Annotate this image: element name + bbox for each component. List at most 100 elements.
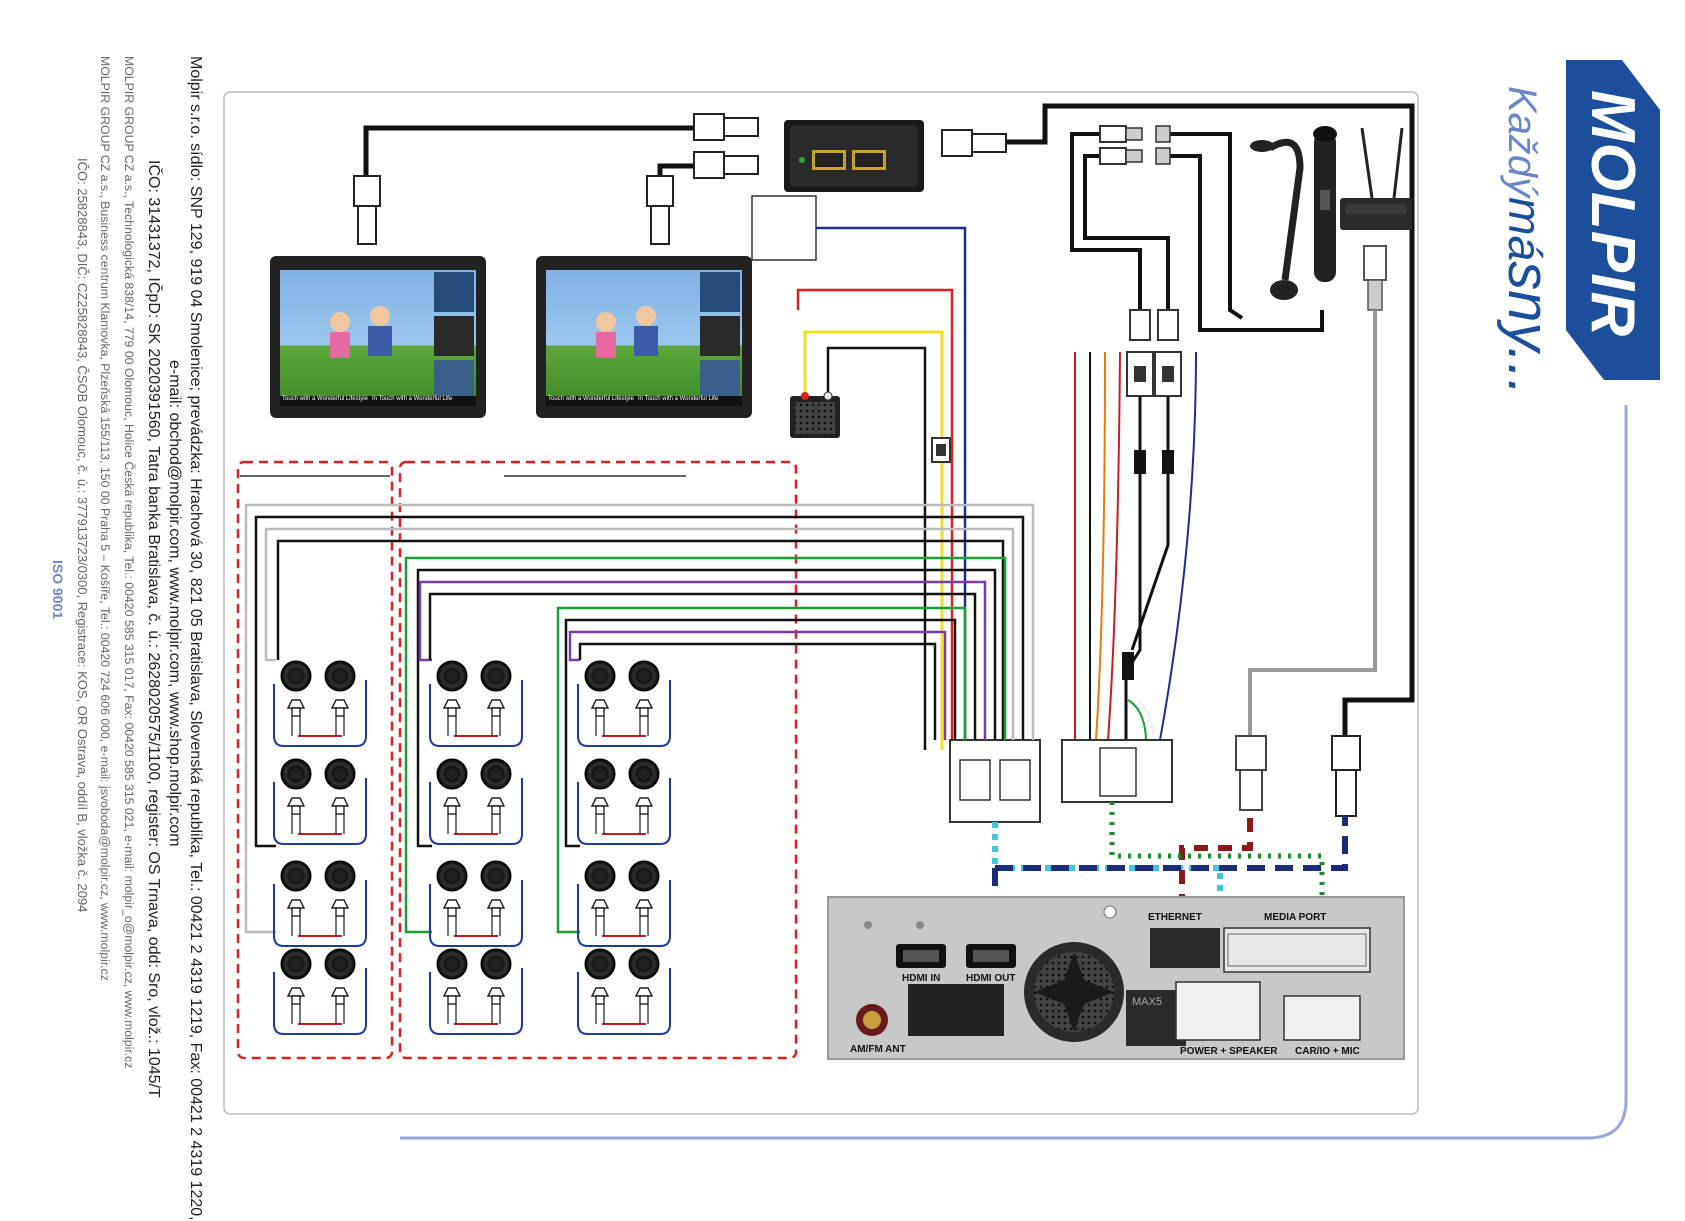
- monitor-left: [270, 256, 486, 418]
- speaker-symbol: [330, 899, 350, 909]
- speaker-pair: [273, 660, 367, 747]
- speaker-symbol: [634, 987, 654, 997]
- speaker-symbol: [330, 797, 350, 807]
- speaker-symbol: [442, 699, 462, 709]
- usb-extension-cables: [1070, 125, 1324, 332]
- speaker-symbol: [442, 899, 462, 909]
- diagram-canvas: [223, 60, 1660, 1140]
- ethernet-label: ETHERNET: [1148, 912, 1202, 923]
- speaker-symbol: [634, 699, 654, 709]
- wire-black-gnd: [826, 346, 927, 750]
- speaker-symbol: [634, 899, 654, 909]
- speaker-symbol: [590, 987, 610, 997]
- footer-line-3: IČO: 31431372, IČpD: SK 2020391560, Tatr…: [145, 160, 162, 1098]
- power-speaker-label: POWER + SPEAKER: [1180, 1046, 1278, 1057]
- hdmi-plug-monitor-right: [646, 175, 674, 245]
- head-unit-rear: [827, 896, 1405, 1060]
- speaker-zone-dashed-frames: [236, 460, 798, 1060]
- module-box: [751, 195, 817, 261]
- speaker-symbol: [286, 797, 306, 807]
- speaker-array: [273, 660, 671, 1035]
- speaker-pair: [429, 758, 523, 845]
- hdmi-plug-splitter-in: [941, 129, 1007, 157]
- slogan-ma: má: [1499, 197, 1551, 262]
- molpir-logo: [1566, 60, 1660, 380]
- wire-blue-remote: [816, 226, 967, 750]
- speaker-symbol: [590, 797, 610, 807]
- ethernet-plug-bottom: [1235, 735, 1267, 811]
- speaker-symbol: [486, 699, 506, 709]
- speaker-symbol: [486, 797, 506, 807]
- hdmi-in-label: HDMI IN: [902, 973, 941, 984]
- speaker-pair: [273, 948, 367, 1035]
- usb-wire-1: [1124, 396, 1142, 740]
- speaker-pair: [273, 758, 367, 845]
- speaker-symbol: [286, 699, 306, 709]
- brand-name: MOLPIR: [1578, 90, 1647, 338]
- hdmi-out-label: HDMI OUT: [966, 973, 1016, 984]
- speaker-symbol: [590, 899, 610, 909]
- power-speaker-connector: [949, 739, 1041, 823]
- speaker-symbol: [286, 899, 306, 909]
- wire-red-power: [796, 288, 954, 750]
- speaker-pair: [429, 660, 523, 747]
- monitor-right-caption-2: In Touch with a Wonderful Life: [638, 396, 719, 402]
- iso-label: ISO 9001: [50, 560, 66, 620]
- speaker-symbol: [486, 987, 506, 997]
- ethernet-plug-top: [1363, 245, 1387, 311]
- wifi-router: [1340, 127, 1412, 230]
- monitor-left-caption: Touch with a Wonderful Lifestyle: [282, 396, 368, 402]
- slogan-prefix: Každý: [1500, 86, 1544, 198]
- hdmi-cable-monitor-left: [363, 125, 694, 180]
- car-io-mic-connector: [1061, 739, 1173, 803]
- speaker-pair: [429, 860, 523, 947]
- fuse-holder: [931, 437, 951, 463]
- brand-slogan: Každýmásny...: [1495, 86, 1562, 395]
- hdmi-plug-out-1: [693, 113, 759, 141]
- hdmi-splitter: [784, 120, 924, 192]
- monitor-right-caption: Touch with a Wonderful Lifestyle: [548, 396, 634, 402]
- speaker-symbol: [590, 699, 610, 709]
- footer-line-4: MOLPIR GROUP CZ a.s., Technologická 838/…: [122, 56, 136, 1069]
- speaker-pair: [429, 948, 523, 1035]
- footer-line-2: e-mail: obchod@molpir.com, www.molpir.co…: [166, 360, 183, 847]
- battery: [790, 391, 840, 438]
- usb-wire-2: [1130, 396, 1170, 651]
- gooseneck-mic: [1250, 138, 1304, 300]
- wiring-diagram-page: MOLPIR Každýmásny... Molpir s.r.o. sídlo…: [50, 56, 1660, 1221]
- speaker-symbol: [634, 797, 654, 807]
- speaker-trunk-wires: [244, 503, 1035, 934]
- max-label: MAX5: [1132, 996, 1162, 1008]
- speaker-symbol: [286, 987, 306, 997]
- monitor-left-caption-2: In Touch with a Wonderful Life: [372, 396, 453, 402]
- speaker-symbol: [486, 899, 506, 909]
- hdmi-plug-out-2: [693, 151, 759, 179]
- speaker-symbol: [442, 797, 462, 807]
- usb-adapter-plugs: [1126, 309, 1182, 474]
- diagram-frame: [223, 91, 1419, 1115]
- footer-line-6: IČO: 25828843, DIČ: CZ25828843, ČSOB Olo…: [75, 158, 90, 913]
- speaker-pair: [577, 758, 671, 845]
- hdmi-plug-monitor-left: [353, 175, 381, 245]
- speaker-pair: [577, 660, 671, 747]
- handheld-mic: [1313, 126, 1337, 282]
- harness-pigtails: [1074, 351, 1197, 741]
- footer-line-5: MOLPIR GROUP CZ a.s., Business centrum K…: [98, 56, 112, 981]
- hdmi-plug-bottom: [1331, 735, 1361, 817]
- speaker-symbol: [330, 987, 350, 997]
- footer-line-1: Molpir s.r.o. sídlo: SNP 129, 919 04 Smo…: [187, 56, 204, 1221]
- slogan-suffix: sny...: [1496, 261, 1561, 396]
- hdmi-cable-main: [1005, 103, 1415, 740]
- speaker-symbol: [330, 699, 350, 709]
- speaker-pair: [577, 860, 671, 947]
- car-io-mic-label: CAR/IO + MIC: [1295, 1046, 1360, 1057]
- am-fm-ant-label: AM/FM ANT: [850, 1044, 906, 1055]
- page-frame-curve: [400, 405, 1628, 1140]
- usb-wire-junction: [1122, 652, 1134, 680]
- speaker-symbol: [442, 987, 462, 997]
- speaker-pair: [577, 948, 671, 1035]
- speaker-pair: [273, 860, 367, 947]
- media-port-label: MEDIA PORT: [1264, 912, 1327, 923]
- ethernet-cable: [1248, 310, 1377, 740]
- monitor-right: [536, 256, 752, 418]
